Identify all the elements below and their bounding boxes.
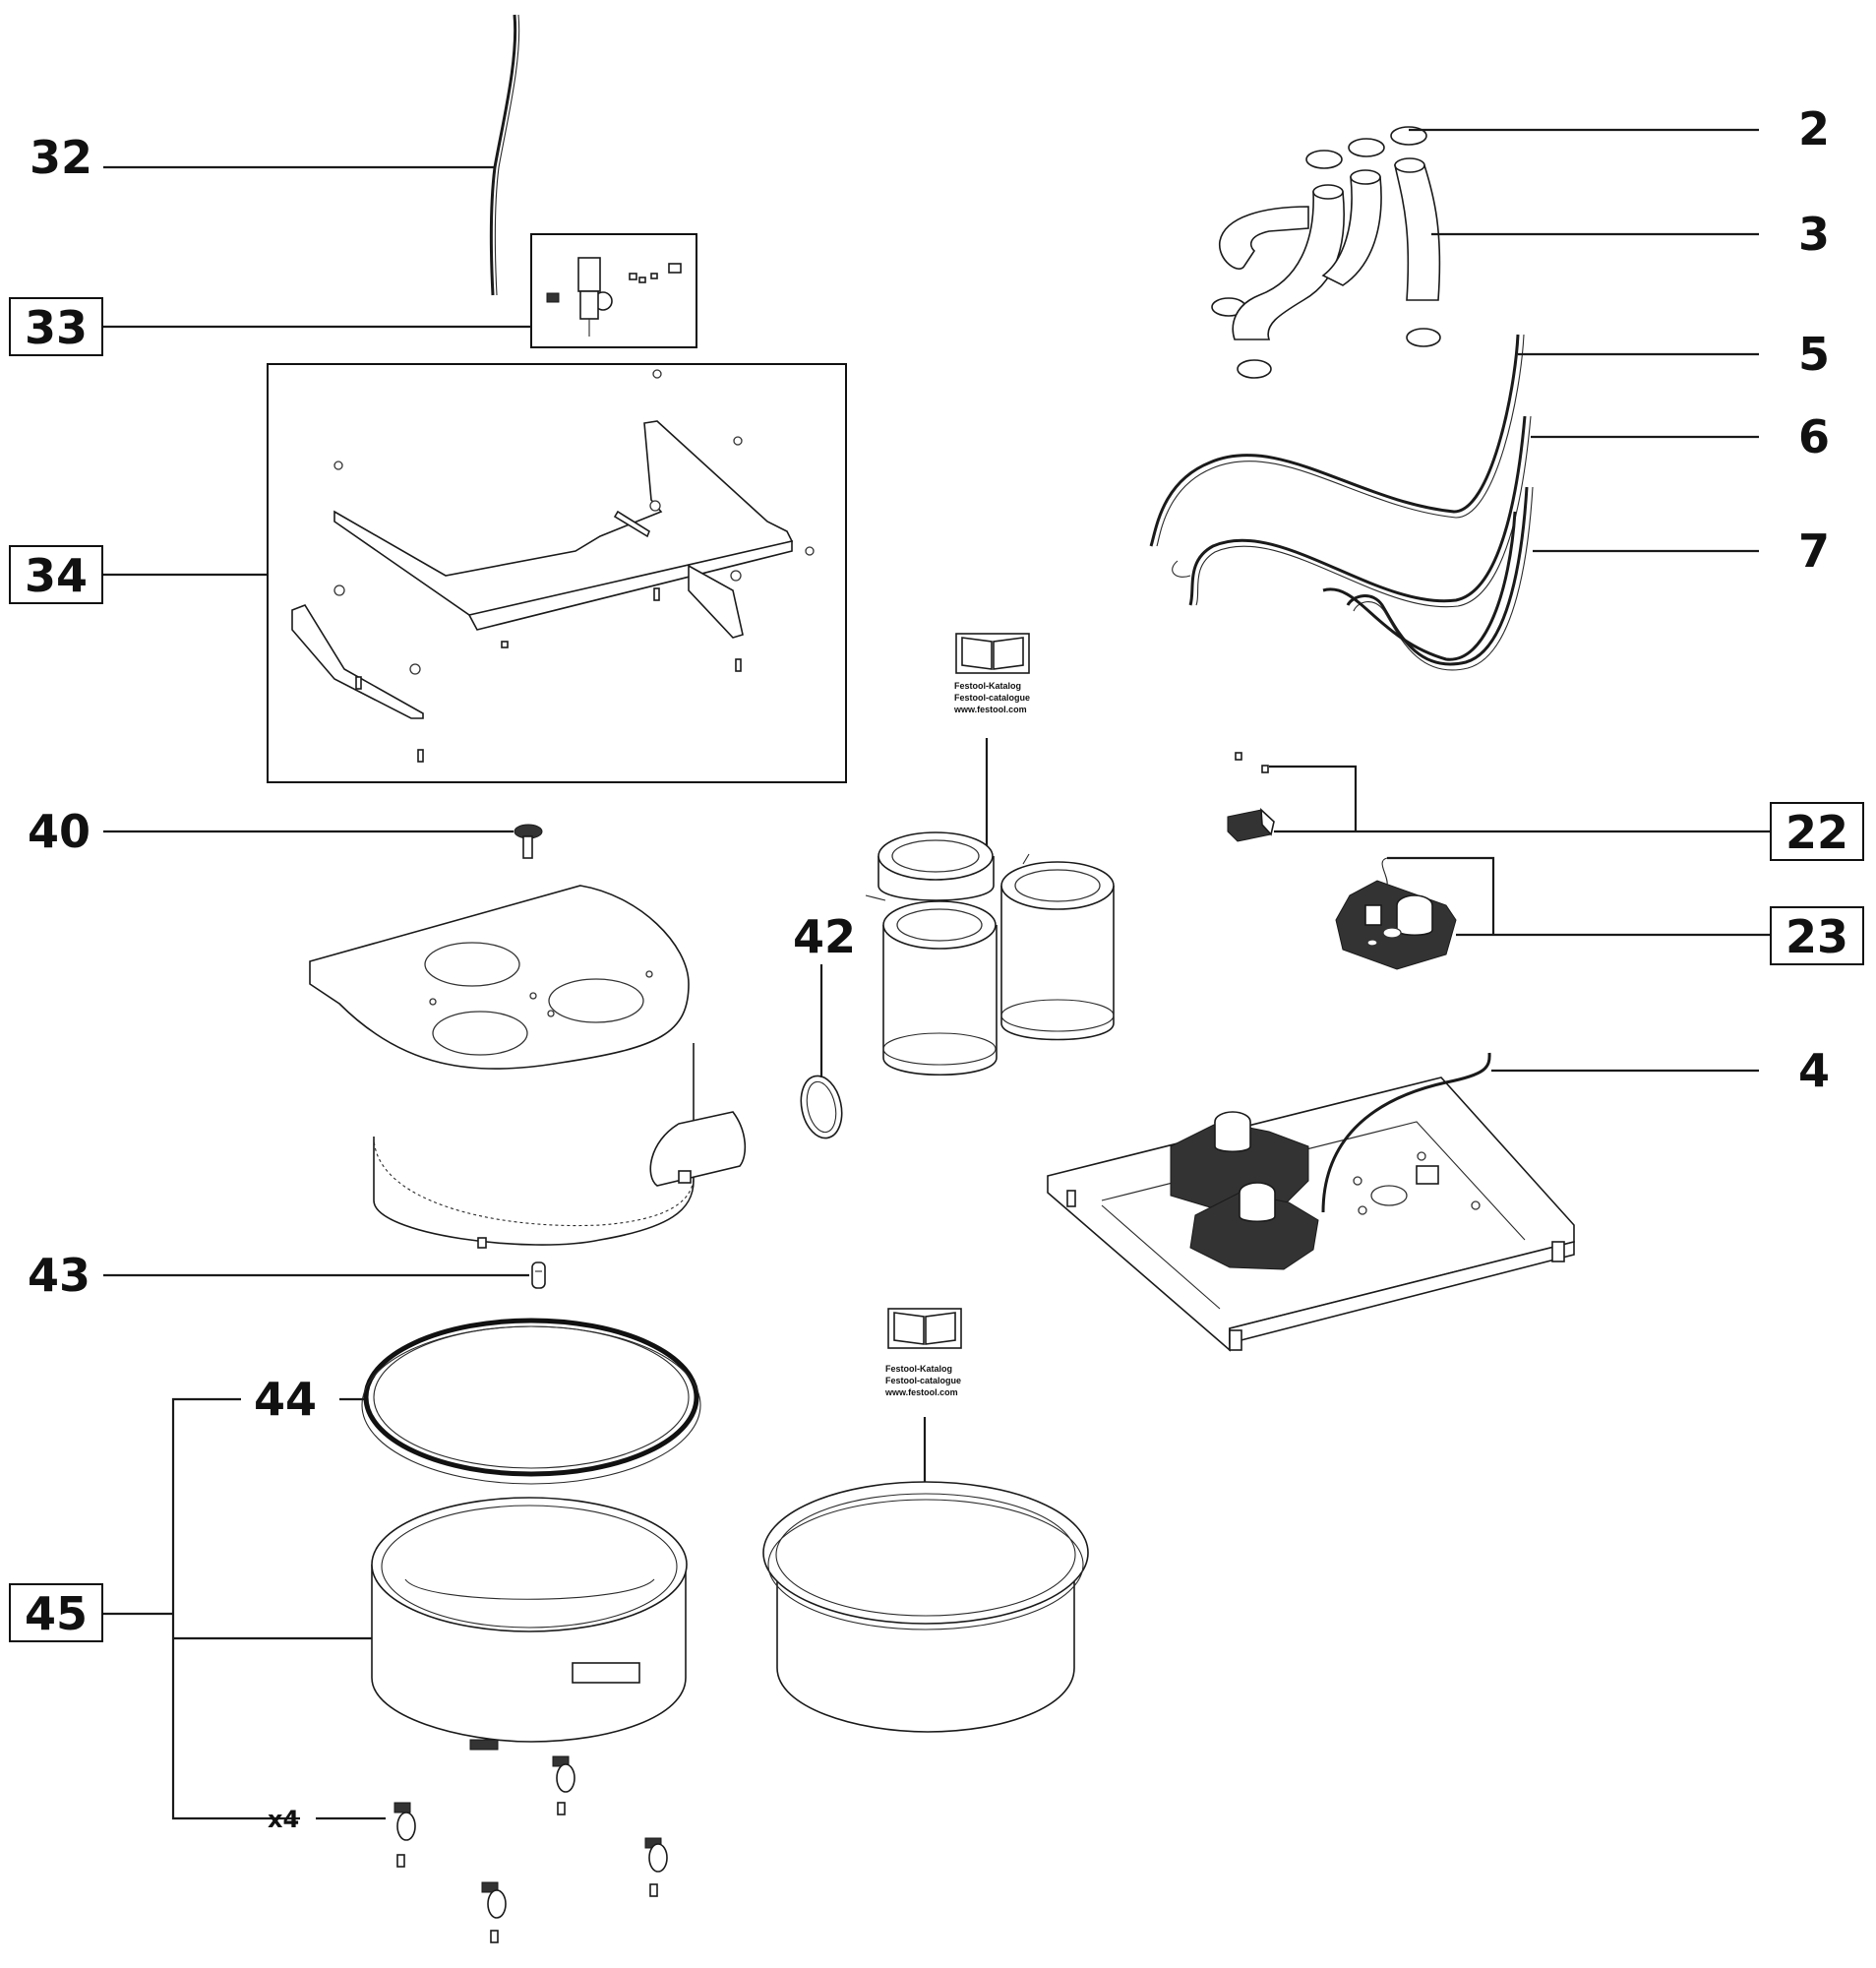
part-4-motor-base-plate xyxy=(1047,1052,1575,1352)
filter-cartridge xyxy=(877,831,995,901)
catalog-line-1: Festool-Katalog xyxy=(954,681,1021,691)
callout-number-42: 42 xyxy=(793,910,856,963)
callout-number-33: 33 xyxy=(25,301,88,354)
catalog-reference-1: Festool-Katalog Festool-catalogue www.fe… xyxy=(953,633,1030,714)
part-42-seal-ring xyxy=(800,1075,843,1139)
filter-cartridge xyxy=(1000,853,1115,1041)
catalog-reference-2: Festool-Katalog Festool-catalogue www.fe… xyxy=(884,1308,962,1397)
catalog-line-2: Festool-catalogue xyxy=(954,693,1030,703)
callout-number-43: 43 xyxy=(28,1249,91,1302)
catalog-line-2: Festool-catalogue xyxy=(885,1376,961,1385)
part-filter-housing xyxy=(309,885,747,1249)
part-32-cable xyxy=(489,14,520,296)
callout-box-45 xyxy=(9,1583,103,1642)
callout-number-44: 44 xyxy=(254,1373,317,1426)
open-book-icon xyxy=(887,1308,962,1349)
part-33-pressure-regulator xyxy=(530,233,697,348)
catalog-line-3: www.festool.com xyxy=(884,1387,958,1397)
part-5-tube xyxy=(1149,334,1525,547)
callout-box-23 xyxy=(1770,906,1864,965)
catalog-line-3: www.festool.com xyxy=(953,705,1027,714)
filter-cartridges xyxy=(865,831,1115,1076)
part-34-frame-assembly xyxy=(267,363,847,783)
castor-wheel xyxy=(644,1837,668,1897)
callout-number-2: 2 xyxy=(1798,102,1830,155)
castor-wheel xyxy=(552,1755,575,1815)
part-44-gasket-ring xyxy=(361,1318,701,1485)
part-40-knob xyxy=(514,824,543,859)
part-3-hoses xyxy=(1219,157,1441,340)
callout-number-34: 34 xyxy=(25,549,88,602)
callout-number-3: 3 xyxy=(1798,208,1830,261)
callout-box-33 xyxy=(9,297,103,356)
part-6-tube xyxy=(1172,415,1532,608)
callout-number-40: 40 xyxy=(28,805,91,858)
part-7-tube xyxy=(1322,486,1534,671)
callout-number-22: 22 xyxy=(1785,806,1848,859)
part-23-motor-housing xyxy=(1335,857,1457,970)
castor-wheel xyxy=(481,1881,507,1943)
filter-cartridge xyxy=(865,894,998,1076)
part-43-plug xyxy=(531,1261,546,1289)
open-book-icon xyxy=(955,633,1030,674)
callout-box-22 xyxy=(1770,802,1864,861)
callout-number-4: 4 xyxy=(1798,1044,1830,1097)
callout-number-23: 23 xyxy=(1785,910,1848,963)
castor-wheels xyxy=(393,1755,668,1943)
leader-bracket-23 xyxy=(1387,856,1495,935)
callout-number-6: 6 xyxy=(1798,410,1830,463)
callout-number-5: 5 xyxy=(1798,328,1830,381)
part-22-relay xyxy=(1227,752,1275,842)
part-45-dust-container xyxy=(371,1497,688,1751)
bracket-lines-45 xyxy=(103,1397,386,1820)
callout-number-32: 32 xyxy=(30,131,92,184)
quantity-note: x4 xyxy=(268,1806,299,1833)
castor-wheel xyxy=(393,1802,416,1868)
callout-box-34 xyxy=(9,545,103,604)
callout-number-7: 7 xyxy=(1798,524,1830,578)
callout-number-45: 45 xyxy=(25,1587,88,1640)
part-container-liner xyxy=(762,1481,1089,1733)
catalog-line-1: Festool-Katalog xyxy=(885,1364,952,1374)
leader-bracket-22 xyxy=(1269,765,1358,831)
